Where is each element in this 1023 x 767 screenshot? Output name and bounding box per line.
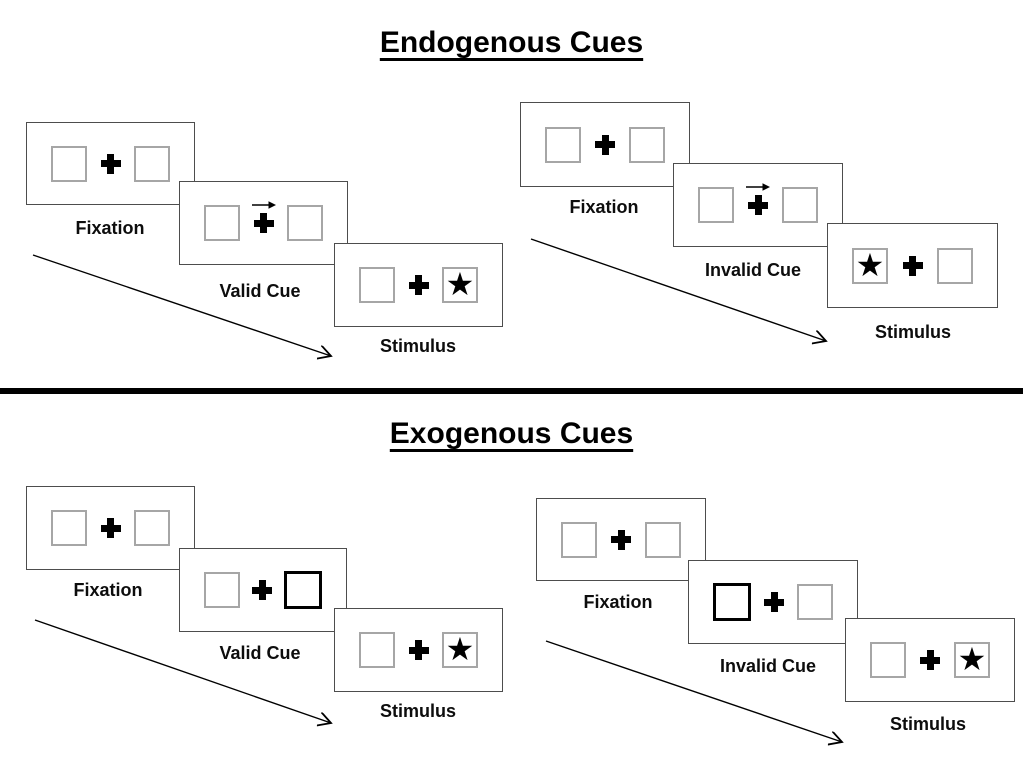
cue-highlight-box-right [284,571,322,609]
fixation-label: Fixation [569,197,639,217]
valid-cue-panel [179,548,347,632]
stimulus-panel: ★ [334,243,503,327]
placeholder-box-right [797,584,833,620]
stimulus-label: Stimulus [379,336,457,356]
fixation-cross-icon [920,650,940,670]
stimulus-label: Stimulus [874,322,952,342]
placeholder-box-right [782,187,818,223]
placeholder-box-left [51,145,87,182]
fixation-cross-icon [251,201,276,233]
fixation-cross-icon [252,580,272,600]
target-box-left: ★ [852,245,888,284]
fixation-panel [26,486,195,570]
fixation-cross-icon [408,640,429,660]
placeholder-box-left [545,126,581,163]
placeholder-box-left [51,510,87,546]
valid-cue-panel [179,181,348,265]
stimulus-label: Stimulus [379,701,457,721]
fixation-cross-icon [100,518,121,538]
time-arrow [32,254,343,368]
target-box-right: ★ [442,632,478,668]
star-icon: ★ [445,265,475,303]
target-box-right: ★ [954,642,990,678]
fixation-cross-icon [746,183,770,215]
placeholder-box-left [698,187,734,223]
valid-cue-label: Valid Cue [219,643,301,663]
time-arrow [530,238,838,352]
section-title-exogenous: Exogenous Cues [389,417,634,450]
placeholder-box-left [204,205,240,241]
section-title-endogenous: Endogenous Cues [379,26,644,59]
fixation-cross-icon [611,529,631,550]
section-divider [0,388,1023,394]
placeholder-box-left [870,642,906,678]
fixation-cross-icon [764,592,784,612]
placeholder-box-right [134,145,170,182]
fixation-cross-icon [408,275,429,295]
invalid-cue-panel [688,560,858,644]
invalid-cue-panel [673,163,843,247]
fixation-panel [26,122,195,205]
placeholder-box-left [359,267,395,303]
stimulus-label: Stimulus [889,714,967,734]
target-box-right: ★ [442,267,478,303]
right-arrow-icon [251,201,276,209]
placeholder-box-left [561,521,597,558]
invalid-cue-label: Invalid Cue [719,656,817,676]
fixation-label: Fixation [75,218,145,238]
fixation-cross-icon [100,153,121,174]
placeholder-box-right [287,205,323,241]
stimulus-panel: ★ [827,223,998,308]
fixation-panel [520,102,690,187]
fixation-cross-icon [595,134,615,155]
star-icon: ★ [855,245,885,284]
placeholder-box-right [937,247,973,284]
stimulus-panel: ★ [845,618,1015,702]
placeholder-box-right [629,126,665,163]
fixation-label: Fixation [583,592,653,612]
placeholder-box-right [645,521,681,558]
placeholder-box-right [134,510,170,546]
fixation-cross-icon [902,255,923,276]
fixation-panel [536,498,706,581]
stimulus-panel: ★ [334,608,503,692]
fixation-label: Fixation [73,580,143,600]
placeholder-box-left [359,632,395,668]
placeholder-box-left [204,572,240,608]
valid-cue-label: Valid Cue [219,281,301,301]
right-arrow-icon [746,183,770,191]
cue-highlight-box-left [713,583,751,621]
time-arrow [34,619,343,734]
time-arrow [545,640,854,753]
star-icon: ★ [445,630,475,668]
star-icon: ★ [957,640,987,678]
invalid-cue-label: Invalid Cue [704,260,802,280]
